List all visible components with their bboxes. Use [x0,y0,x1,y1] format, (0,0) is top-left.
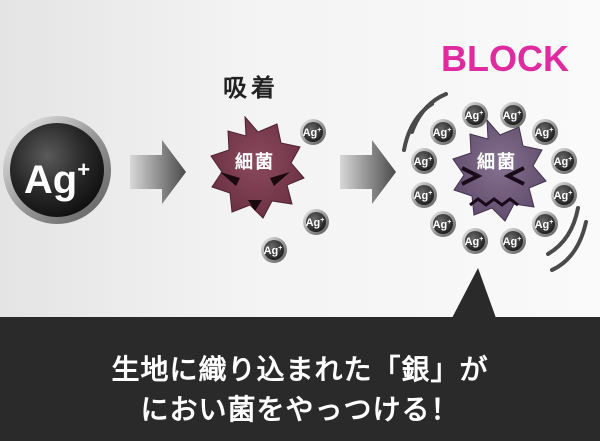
silver-ion-small: Ag+ [411,148,437,174]
silver-ion-small: Ag+ [532,119,558,145]
silver-ion-small-label: Ag+ [535,219,554,231]
silver-ion-small-label: Ag+ [306,217,325,229]
motion-lines [402,92,588,272]
silver-ion-small: Ag+ [261,237,287,263]
silver-ion-small-label: Ag+ [503,110,522,122]
silver-ion-small-label: Ag+ [554,156,573,168]
silver-ion-small: Ag+ [430,119,456,145]
silver-ion-small-label: Ag+ [503,236,522,248]
silver-ion-small: Ag+ [500,228,526,254]
arrow-right-icon [130,140,186,204]
silver-ion-large [3,116,111,224]
germ-left [210,115,305,219]
caption-line-1: 生地に織り込まれた「銀」が [111,353,489,386]
caption-box [0,317,600,441]
germ-label-left: 細菌 [235,152,275,173]
silver-ions-adsorbed: Ag+ Ag+ Ag+ [261,119,329,263]
silver-ion-small: Ag+ [532,211,558,237]
germ-label-right: 細菌 [477,152,517,173]
silver-ions-ring: Ag+ Ag+ Ag+ Ag+ Ag+ Ag+ Ag+ Ag+ Ag+ Ag+ Ag+ Ag+ [411,102,577,254]
silver-ion-small-label: Ag+ [465,236,484,248]
silver-ion-small-label: Ag+ [414,190,433,202]
silver-ion-small-label: Ag+ [303,127,322,139]
silver-ion-small: Ag+ [411,182,437,208]
silver-ion-small-label: Ag+ [433,127,452,139]
caption-line-2: におい菌をやっつける！ [140,393,460,426]
silver-ion-label: Ag+ [23,157,91,202]
silver-ion-small: Ag+ [500,102,526,128]
silver-ion-small: Ag+ [551,148,577,174]
adsorb-label: 吸着 [223,74,279,102]
caption-pointer [452,268,496,318]
silver-ion-small: Ag+ [300,119,326,145]
silver-ion-small-label: Ag+ [465,110,484,122]
silver-ion-small-label: Ag+ [554,190,573,202]
germ-right [452,118,547,222]
silver-ion-small-label: Ag+ [264,245,283,257]
silver-ion-small: Ag+ [462,228,488,254]
block-label: BLOCK [441,38,569,79]
silver-ion-small-label: Ag+ [414,156,433,168]
silver-ion-small-label: Ag+ [433,219,452,231]
silver-ion-small-label: Ag+ [535,127,554,139]
silver-ion-small: Ag+ [462,102,488,128]
silver-ion-small: Ag+ [430,211,456,237]
silver-ion-small: Ag+ [551,182,577,208]
silver-ion-small: Ag+ [303,209,329,235]
arrow-right-icon [340,140,396,204]
